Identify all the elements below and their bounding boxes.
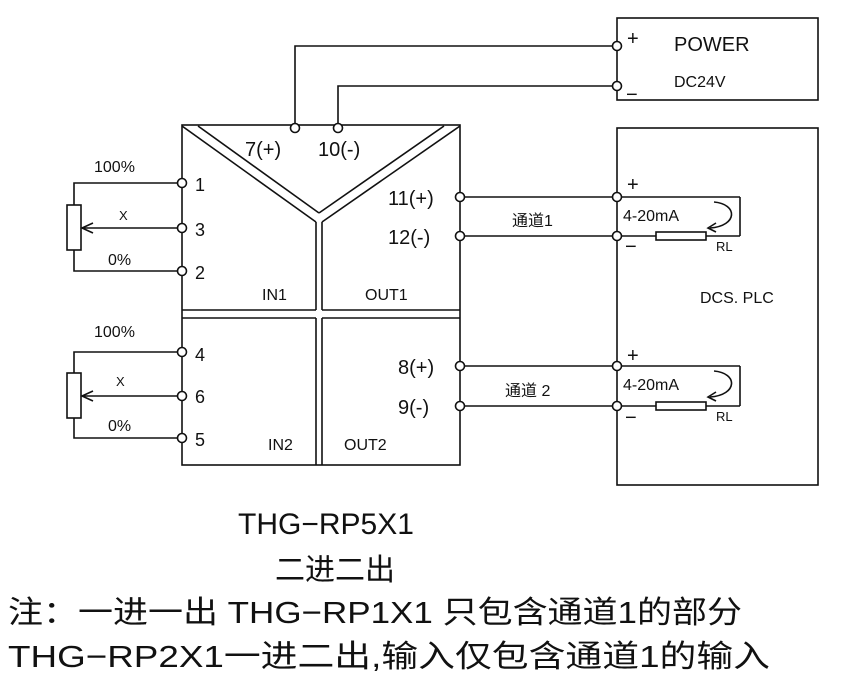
wire-power-minus <box>337 85 617 128</box>
dcs-terminal-1-minus <box>611 230 623 242</box>
note-line-1: 注：一进一出 THG−RP1X1 只包含通道1的部分 <box>8 595 742 630</box>
model-name: THG−RP5X1 <box>238 508 414 541</box>
terminal-4-label: 4 <box>195 345 205 365</box>
in1-high-label: 100% <box>94 159 135 176</box>
dcs-ch1-plus-sign: + <box>627 174 639 196</box>
terminal-10 <box>332 122 344 134</box>
dcs-ch2-signal-label: 4-20mA <box>623 377 679 394</box>
terminal-7 <box>289 122 301 134</box>
dcs-ch1-load-label: RL <box>716 239 733 254</box>
in2-wiper-label: X <box>116 374 125 389</box>
in2-low-label: 0% <box>108 418 131 435</box>
terminal-3-label: 3 <box>195 220 205 240</box>
terminal-5 <box>176 432 188 444</box>
terminal-6-label: 6 <box>195 387 205 407</box>
in1-potentiometer <box>66 182 182 272</box>
out2-label: OUT2 <box>344 437 387 454</box>
terminal-6 <box>176 390 188 402</box>
note-line-2: THG−RP2X1一进二出,输入仅包含通道1的输入 <box>8 639 770 674</box>
channel-1-label: 通道1 <box>512 212 553 230</box>
dcs-ch1-signal-label: 4-20mA <box>623 208 679 225</box>
power-minus-sign: − <box>626 84 638 106</box>
in1-label: IN1 <box>262 287 287 304</box>
channel-2-label: 通道 2 <box>505 382 550 400</box>
terminal-8-label: 8(+) <box>398 357 434 379</box>
dcs-plc-label: DCS. PLC <box>700 290 774 307</box>
in2-potentiometer <box>66 351 182 439</box>
power-voltage: DC24V <box>674 74 726 91</box>
in2-high-label: 100% <box>94 324 135 341</box>
terminal-4 <box>176 346 188 358</box>
terminal-2 <box>176 265 188 277</box>
power-plus-sign: + <box>627 28 639 50</box>
dcs-ch2-load-label: RL <box>716 409 733 424</box>
dcs-terminal-2-minus <box>611 400 623 412</box>
terminal-12 <box>454 230 466 242</box>
terminal-5-label: 5 <box>195 430 205 450</box>
terminal-2-label: 2 <box>195 263 205 283</box>
terminal-8 <box>454 360 466 372</box>
out1-label: OUT1 <box>365 287 408 304</box>
in2-label: IN2 <box>268 437 293 454</box>
dcs-ch1-minus-sign: − <box>625 236 637 258</box>
terminal-10-label: 10(-) <box>318 139 360 161</box>
dcs-channel-1-loop <box>617 196 741 241</box>
power-label: POWER <box>674 34 750 56</box>
isolator-module-box <box>181 124 461 466</box>
power-terminal-minus <box>611 80 623 92</box>
power-box <box>616 17 819 101</box>
terminal-12-label: 12(-) <box>388 227 430 249</box>
terminal-1-label: 1 <box>195 175 205 195</box>
wire-power-plus <box>294 45 617 128</box>
in1-wiper-label: X <box>119 208 128 223</box>
terminal-11 <box>454 191 466 203</box>
terminal-11-label: 11(+) <box>388 188 434 210</box>
model-description: 二进二出 <box>275 554 395 587</box>
dcs-terminal-1-plus <box>611 191 623 203</box>
dcs-plc-box <box>616 127 819 486</box>
dcs-channel-2-loop <box>617 365 741 411</box>
terminal-1 <box>176 177 188 189</box>
power-terminal-plus <box>611 40 623 52</box>
in1-low-label: 0% <box>108 252 131 269</box>
terminal-9-label: 9(-) <box>398 397 429 419</box>
terminal-3 <box>176 222 188 234</box>
terminal-7-label: 7(+) <box>245 139 281 161</box>
module-divider <box>181 125 461 465</box>
dcs-terminal-2-plus <box>611 360 623 372</box>
dcs-ch2-minus-sign: − <box>625 407 637 429</box>
dcs-ch2-plus-sign: + <box>627 345 639 367</box>
terminal-9 <box>454 400 466 412</box>
